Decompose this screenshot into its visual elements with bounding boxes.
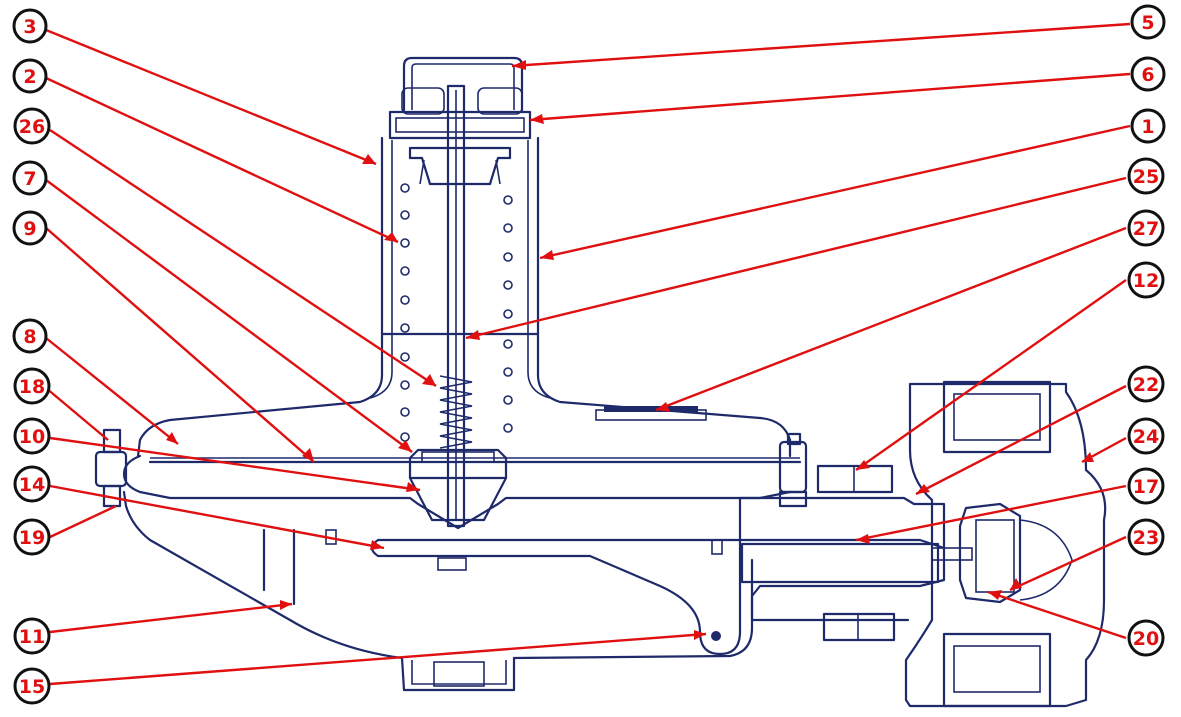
leader-25 — [465, 176, 1127, 340]
callout-26-label: 26 — [19, 116, 45, 138]
callout-18: 18 — [13, 367, 51, 405]
callout-19-label: 19 — [19, 527, 45, 549]
callout-14-label: 14 — [19, 474, 45, 496]
leader-9 — [45, 227, 315, 463]
spring-case-inner — [369, 140, 551, 399]
callout-15: 15 — [13, 667, 51, 705]
leader-23 — [1009, 535, 1127, 592]
leader-5 — [511, 22, 1131, 68]
callout-11-label: 11 — [19, 626, 45, 648]
callout-8-label: 8 — [23, 326, 36, 348]
callout-5: 5 — [1130, 4, 1166, 40]
callout-22: 22 — [1127, 365, 1165, 403]
leader-10 — [49, 436, 421, 492]
regulator-body — [94, 56, 1107, 708]
callout-27: 27 — [1127, 209, 1165, 247]
callout-9-label: 9 — [23, 218, 36, 240]
callout-10-label: 10 — [19, 426, 45, 448]
fitting-nut — [816, 464, 894, 494]
leader-19 — [49, 504, 117, 539]
leader-1 — [539, 124, 1131, 260]
leader-20 — [987, 590, 1127, 640]
callout-14: 14 — [13, 465, 51, 503]
upper-spring-seat — [408, 146, 512, 186]
callout-24: 24 — [1127, 417, 1165, 455]
leader-12 — [855, 279, 1127, 471]
leader-6 — [529, 72, 1131, 122]
leader-14 — [49, 484, 385, 550]
callout-23: 23 — [1127, 518, 1165, 556]
lower-body — [122, 490, 754, 692]
relief-spring — [439, 375, 473, 449]
flange-bolts — [94, 428, 808, 508]
callout-26: 26 — [13, 107, 51, 145]
callout-10: 10 — [13, 417, 51, 455]
diaphragm-head — [408, 448, 508, 480]
callout-7-label: 7 — [23, 168, 36, 190]
callout-6: 6 — [1130, 56, 1166, 92]
leader-18 — [45, 387, 109, 441]
callout-9: 9 — [12, 210, 48, 246]
callout-12-label: 12 — [1133, 270, 1159, 292]
callout-3: 3 — [12, 8, 48, 44]
callout-20-label: 20 — [1133, 628, 1159, 650]
main-spring — [400, 183, 513, 442]
callout-20: 20 — [1127, 619, 1165, 657]
callout-6-label: 6 — [1141, 64, 1154, 86]
callout-2: 2 — [12, 58, 48, 94]
callouts: 3 2 26 7 9 8 18 10 — [12, 4, 1166, 705]
callout-27-label: 27 — [1133, 218, 1159, 240]
leader-27 — [655, 226, 1127, 412]
callout-23-label: 23 — [1133, 527, 1159, 549]
leader-3 — [45, 28, 377, 166]
leader-17 — [855, 484, 1127, 542]
leader-8 — [45, 337, 179, 445]
callout-17-label: 17 — [1133, 476, 1159, 498]
callout-11: 11 — [13, 617, 51, 655]
callout-25: 25 — [1127, 157, 1165, 195]
callout-1: 1 — [1130, 108, 1166, 144]
leader-11 — [49, 602, 293, 634]
callout-5-label: 5 — [1141, 12, 1154, 34]
callout-3-label: 3 — [23, 16, 36, 38]
callout-1-label: 1 — [1141, 116, 1154, 138]
leader-26 — [49, 128, 437, 388]
orifice-tube — [738, 496, 946, 622]
adjusting-nut — [388, 87, 532, 140]
callout-15-label: 15 — [19, 676, 45, 698]
callout-12: 12 — [1127, 261, 1165, 299]
callout-25-label: 25 — [1133, 166, 1159, 188]
callout-17: 17 — [1127, 467, 1165, 505]
leader-2 — [45, 76, 399, 244]
leader-7 — [45, 179, 413, 453]
leader-22 — [915, 384, 1127, 496]
callout-22-label: 22 — [1133, 374, 1159, 396]
callout-19: 19 — [13, 518, 51, 556]
callout-24-label: 24 — [1133, 426, 1159, 448]
leader-arrows — [166, 60, 1094, 640]
callout-2-label: 2 — [23, 66, 36, 88]
callout-18-label: 18 — [19, 376, 45, 398]
lever — [370, 538, 742, 656]
inlet-fitting — [904, 382, 1107, 708]
callout-7: 7 — [12, 160, 48, 196]
inlet-seat — [958, 502, 1022, 604]
leader-lines — [45, 22, 1131, 686]
callout-8: 8 — [12, 318, 48, 354]
leader-15 — [49, 632, 707, 686]
